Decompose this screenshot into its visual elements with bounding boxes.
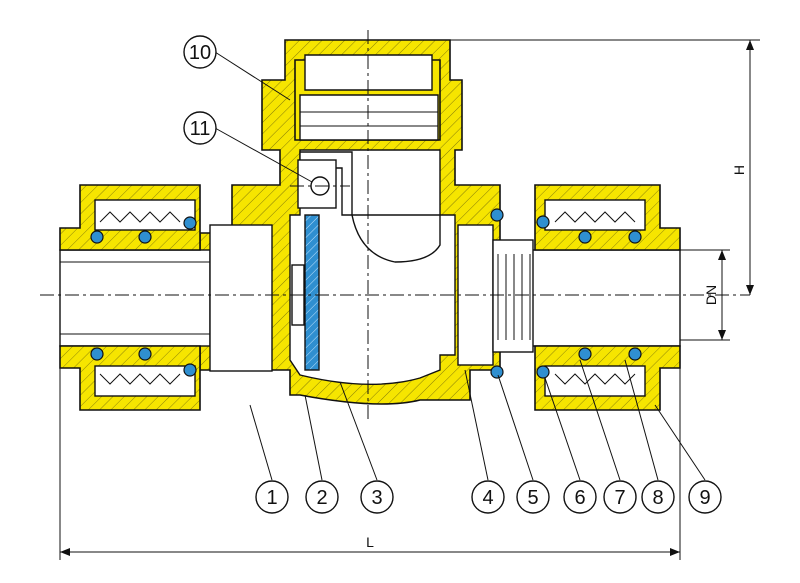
callout-6: 6: [563, 480, 597, 514]
valve-body: [199, 39, 501, 405]
callout-9: 9: [688, 480, 722, 514]
right-pipe-bore: [457, 224, 681, 366]
left-pipe-bore: [59, 224, 273, 372]
callout-number: 3: [371, 487, 382, 509]
callout-10: 10: [183, 35, 217, 69]
callout-8: 8: [641, 480, 675, 514]
right-compression-nut: [534, 184, 681, 411]
spring-insert: [497, 254, 531, 340]
check-disc: [304, 214, 320, 371]
dimension-lines: [59, 39, 760, 560]
callout-7: 7: [603, 480, 637, 514]
callout-11: 11: [183, 111, 217, 145]
callout-number: 11: [190, 118, 211, 140]
dimension-h-label: H: [731, 165, 747, 175]
callout-number: 1: [266, 487, 277, 509]
callout-number: 9: [699, 487, 710, 509]
callout-number: 6: [574, 487, 585, 509]
callout-number: 4: [482, 487, 493, 509]
center-lines: [40, 30, 750, 420]
leader-lines: [214, 51, 706, 481]
callout-number: 5: [527, 487, 538, 509]
callout-number: 7: [614, 487, 625, 509]
callout-2: 2: [305, 480, 339, 514]
callout-1: 1: [255, 480, 289, 514]
dimension-dn-label: DN: [703, 285, 719, 305]
dimension-l-label: L: [366, 534, 374, 550]
callout-number: 10: [189, 42, 211, 64]
o-rings: [90, 208, 642, 379]
callout-number: 8: [652, 487, 663, 509]
callout-5: 5: [516, 480, 550, 514]
callout-3: 3: [360, 480, 394, 514]
callout-number: 2: [316, 487, 327, 509]
callout-4: 4: [471, 480, 505, 514]
